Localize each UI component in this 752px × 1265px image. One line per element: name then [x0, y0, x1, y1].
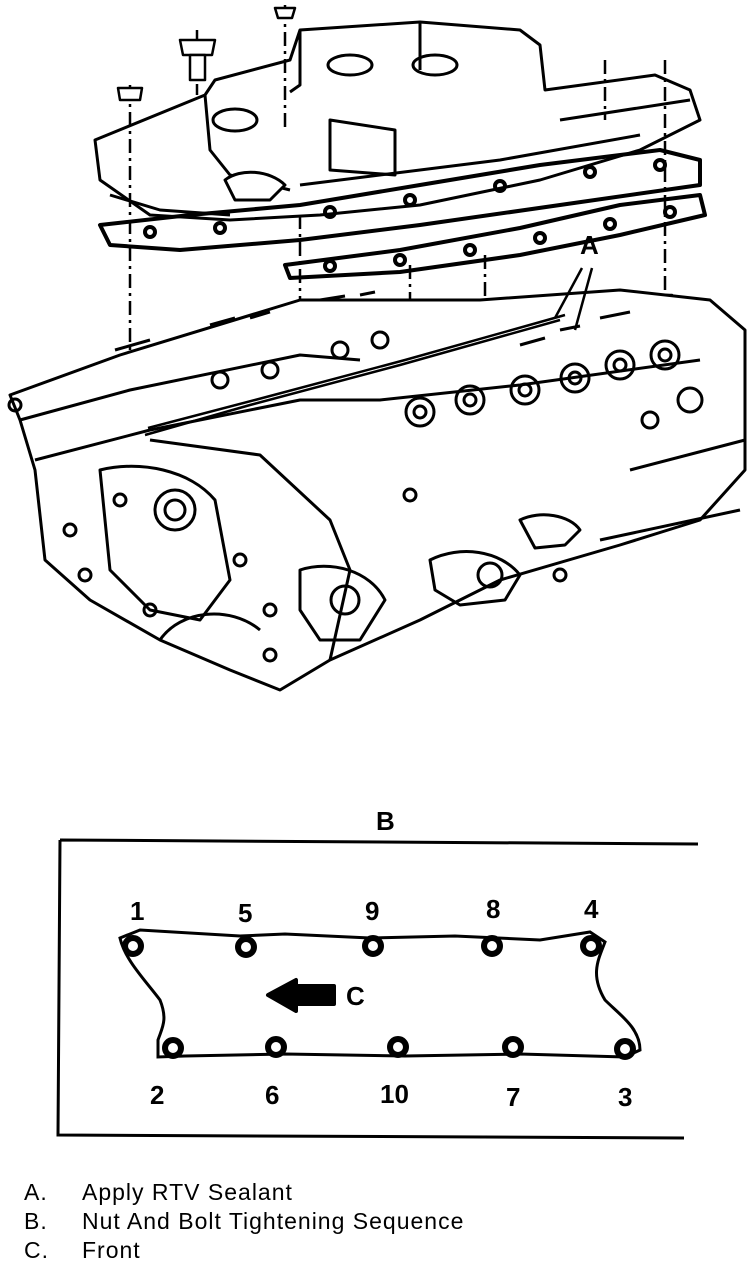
seq-label-6: 6 [265, 1080, 279, 1110]
seq-label-9: 9 [365, 896, 379, 926]
legend-text-c: Front [82, 1237, 141, 1263]
bolt-2 [162, 1037, 184, 1059]
callout-c-label: C [346, 981, 365, 1011]
seq-label-4: 4 [584, 894, 599, 924]
legend-item-c: C. Front [24, 1236, 744, 1265]
callout-a-label: A [580, 230, 599, 260]
seq-label-5: 5 [238, 898, 252, 928]
legend-text-a: Apply RTV Sealant [82, 1179, 293, 1205]
intake-manifold [93, 20, 702, 222]
bolt-positions [122, 935, 636, 1060]
sequence-numbers: 1 5 9 8 4 2 6 10 7 3 [130, 894, 632, 1112]
bolt-9 [362, 935, 384, 957]
manifold-outline [118, 928, 642, 1059]
seq-label-3: 3 [618, 1082, 632, 1112]
bolt-5 [235, 936, 257, 958]
legend: A. Apply RTV Sealant B. Nut And Bolt Tight… [24, 1178, 744, 1265]
legend-letter-a: A. [24, 1179, 48, 1205]
upper-gasket [98, 148, 702, 252]
engine-block [7, 288, 747, 692]
lower-gasket [283, 193, 707, 280]
legend-letter-c: C. [24, 1237, 49, 1263]
legend-item-a: A. Apply RTV Sealant [24, 1178, 744, 1207]
rtv-sealant-bead [144, 267, 594, 437]
legend-letter-b: B. [24, 1208, 48, 1234]
engine-illustration [7, 5, 747, 692]
callout-b-label: B [376, 806, 395, 836]
legend-text-b: Nut And Bolt Tightening Sequence [82, 1208, 465, 1234]
seq-label-2: 2 [150, 1080, 164, 1110]
sequence-panel [56, 838, 699, 1140]
legend-item-b: B. Nut And Bolt Tightening Sequence [24, 1207, 744, 1236]
bolt-7 [502, 1036, 524, 1058]
bolt-10 [387, 1036, 409, 1058]
bolt-3 [614, 1038, 636, 1060]
seq-label-10: 10 [380, 1079, 409, 1109]
bolt-1 [122, 935, 144, 957]
bolt-8 [481, 935, 503, 957]
seq-label-1: 1 [130, 896, 144, 926]
bolt-6 [265, 1036, 287, 1058]
bolt-4 [580, 935, 602, 957]
front-arrow-icon [266, 978, 336, 1013]
seq-label-8: 8 [486, 894, 500, 924]
seq-label-7: 7 [506, 1082, 520, 1112]
